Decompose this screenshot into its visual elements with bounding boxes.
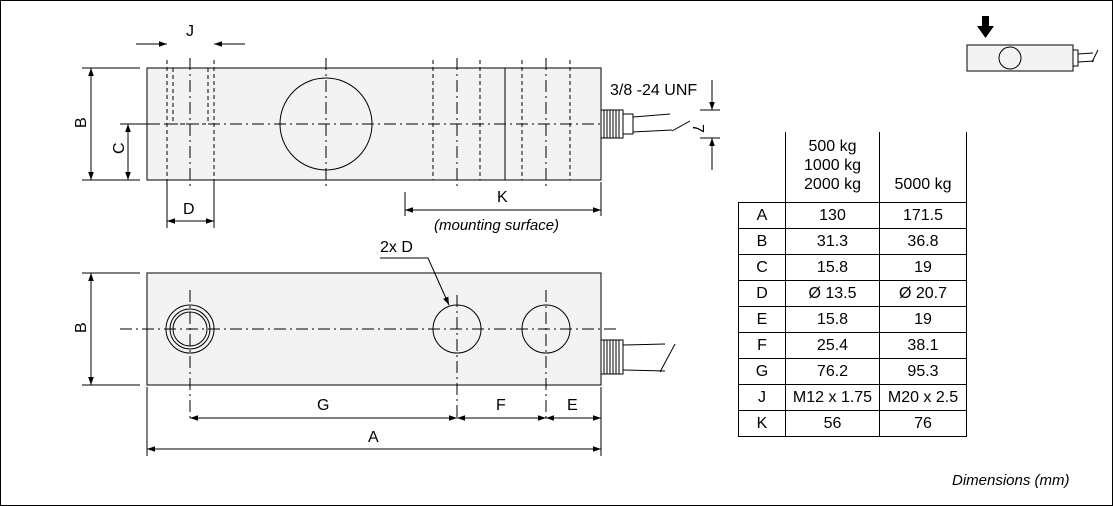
- dim-label-a: A: [368, 429, 379, 446]
- dimensions-units-note: Dimensions (mm): [952, 472, 1070, 489]
- cable-line: [632, 113, 671, 118]
- header-small-capacities: 500 kg 1000 kg 2000 kg: [785, 132, 880, 203]
- load-direction-icon: [966, 16, 1099, 72]
- dim-label-b-side: B: [73, 117, 90, 128]
- mounting-hole-2: [521, 304, 571, 354]
- dim-label-e: E: [567, 397, 578, 414]
- dim-label-k: K: [497, 189, 508, 206]
- header-large-capacity: 5000 kg: [879, 132, 967, 203]
- dim-label-d-side: D: [183, 201, 195, 218]
- top-view: 2x D B G F E A: [73, 239, 676, 456]
- table-header-row: 500 kg 1000 kg 2000 kg 5000 kg: [738, 132, 967, 203]
- down-arrow-icon: [977, 16, 994, 38]
- dim-label-g: G: [317, 397, 329, 414]
- mounting-surface-label: (mounting surface): [434, 217, 559, 234]
- side-view: J B C D K (mounting surface) 3/8 -24 UNF…: [73, 23, 720, 234]
- dim-label-b-top: B: [73, 322, 90, 333]
- dim-label-f: F: [496, 397, 506, 414]
- dim-label-c: C: [111, 142, 128, 154]
- threaded-hole: [165, 304, 215, 354]
- dim-label-7: 7: [689, 124, 706, 133]
- dim-label-j: J: [186, 23, 194, 40]
- cable-gland-top: [600, 339, 624, 375]
- thread-label: 3/8 -24 UNF: [610, 82, 697, 99]
- label-2x-d: 2x D: [380, 239, 413, 256]
